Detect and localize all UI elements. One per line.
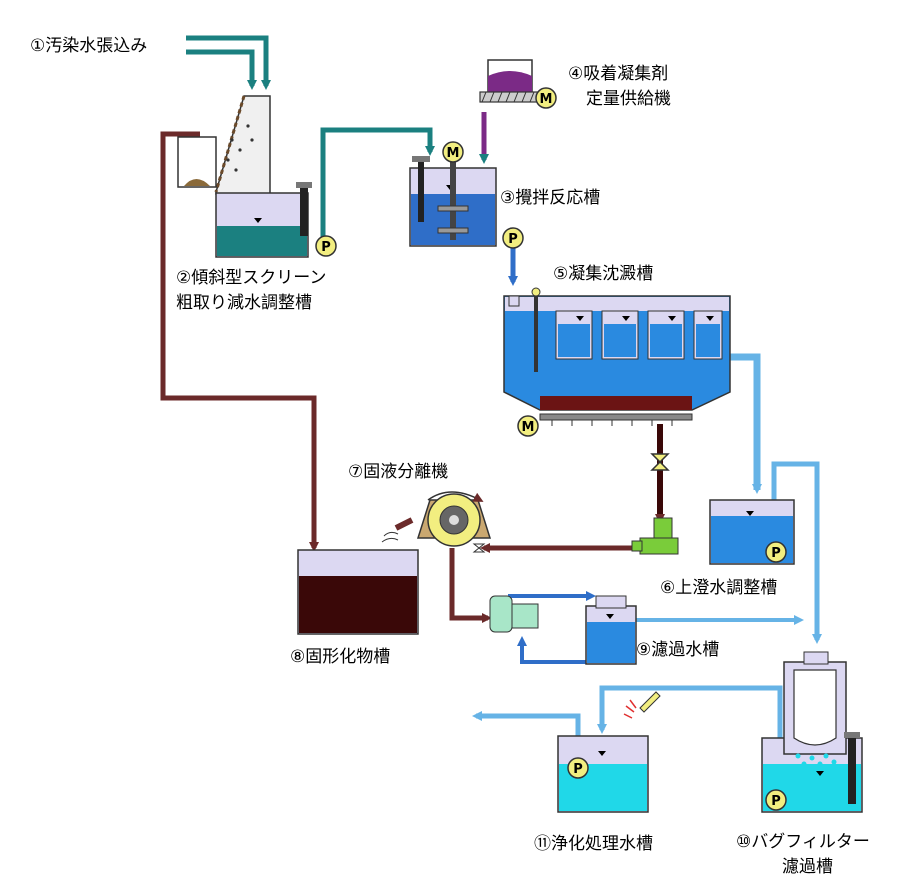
svg-text:P: P bbox=[771, 546, 781, 561]
label-flocculant-feeder-1: ④吸着凝集剤 bbox=[568, 64, 669, 84]
pump-screen-tank: P bbox=[315, 235, 337, 257]
label-supernatant-tank: ⑥上澄水調整槽 bbox=[660, 578, 778, 598]
treated-water-tank bbox=[557, 691, 661, 813]
impeller-upper bbox=[437, 205, 469, 212]
svg-text:M: M bbox=[447, 146, 460, 161]
reaction-tank bbox=[409, 156, 497, 247]
pipe-overflow-to-supernatant bbox=[722, 353, 762, 494]
screenings-bin bbox=[177, 136, 217, 188]
screen-tank bbox=[177, 95, 312, 258]
svg-text:P: P bbox=[771, 794, 781, 809]
label-bag-filter-1: ⑩バグフィルター bbox=[736, 832, 870, 852]
label-bag-filter-2: 濾過槽 bbox=[782, 857, 833, 877]
svg-text:P: P bbox=[321, 240, 331, 255]
impeller-lower bbox=[437, 227, 469, 234]
pipe-screen-to-reactor bbox=[320, 127, 435, 238]
pipes bbox=[160, 35, 822, 795]
motor-sedimentation-scraper: M bbox=[517, 415, 539, 437]
filter-pump bbox=[489, 595, 539, 633]
sludge-valve bbox=[650, 453, 670, 471]
motor-reaction-tank: M bbox=[442, 141, 464, 163]
svg-text:M: M bbox=[522, 420, 535, 435]
inclined-screen bbox=[215, 95, 271, 195]
sedimentation-tank bbox=[503, 287, 731, 426]
sludge-line-screen-to-solids bbox=[160, 131, 319, 552]
level-sensor bbox=[300, 186, 308, 236]
svg-text:M: M bbox=[540, 92, 553, 107]
pump-bag-filter-tank: P bbox=[765, 789, 787, 811]
svg-text:P: P bbox=[508, 232, 518, 247]
filtrate-tank bbox=[585, 595, 637, 665]
pump-reaction-tank: P bbox=[502, 227, 524, 249]
solid-liquid-separator bbox=[381, 491, 492, 553]
solids-tank bbox=[297, 549, 419, 635]
pump-treated-water-tank: P bbox=[567, 757, 589, 779]
label-wastewater-inflow: ①汚染水張込み bbox=[30, 36, 148, 56]
pump-supernatant-tank: P bbox=[765, 541, 787, 563]
filter-bag bbox=[793, 669, 837, 746]
label-solids-tank: ⑧固形化物槽 bbox=[290, 647, 391, 667]
sludge-pump bbox=[631, 517, 679, 555]
pipe-filtrate-return bbox=[517, 636, 592, 664]
label-screen-tank-1: ②傾斜型スクリーン bbox=[176, 268, 327, 288]
bag-filter-tank bbox=[761, 651, 863, 813]
inflow-pipe-inner bbox=[186, 49, 257, 90]
label-filtrate-tank: ⑨濾過水槽 bbox=[636, 640, 720, 660]
svg-text:P: P bbox=[573, 762, 583, 777]
inflow-pipe-outer bbox=[186, 35, 271, 90]
flocculant-feeder bbox=[479, 59, 539, 103]
label-solid-liquid-separator: ⑦固液分離機 bbox=[348, 462, 449, 482]
label-reaction-tank: ③攪拌反応槽 bbox=[500, 188, 601, 208]
label-treated-water-tank: ⑪浄化処理水槽 bbox=[534, 834, 653, 854]
small-valve bbox=[472, 543, 486, 553]
sludge-line-separator-to-pump bbox=[449, 548, 492, 623]
scraper-bar bbox=[539, 413, 693, 421]
label-sedimentation-tank: ⑤凝集沈澱槽 bbox=[553, 264, 654, 284]
label-flocculant-feeder-2: 定量供給機 bbox=[586, 89, 671, 109]
uv-lamp bbox=[623, 699, 637, 719]
label-screen-tank-2: 粗取り減水調整槽 bbox=[176, 293, 312, 313]
motor-flocculant-feeder: M bbox=[535, 87, 557, 109]
